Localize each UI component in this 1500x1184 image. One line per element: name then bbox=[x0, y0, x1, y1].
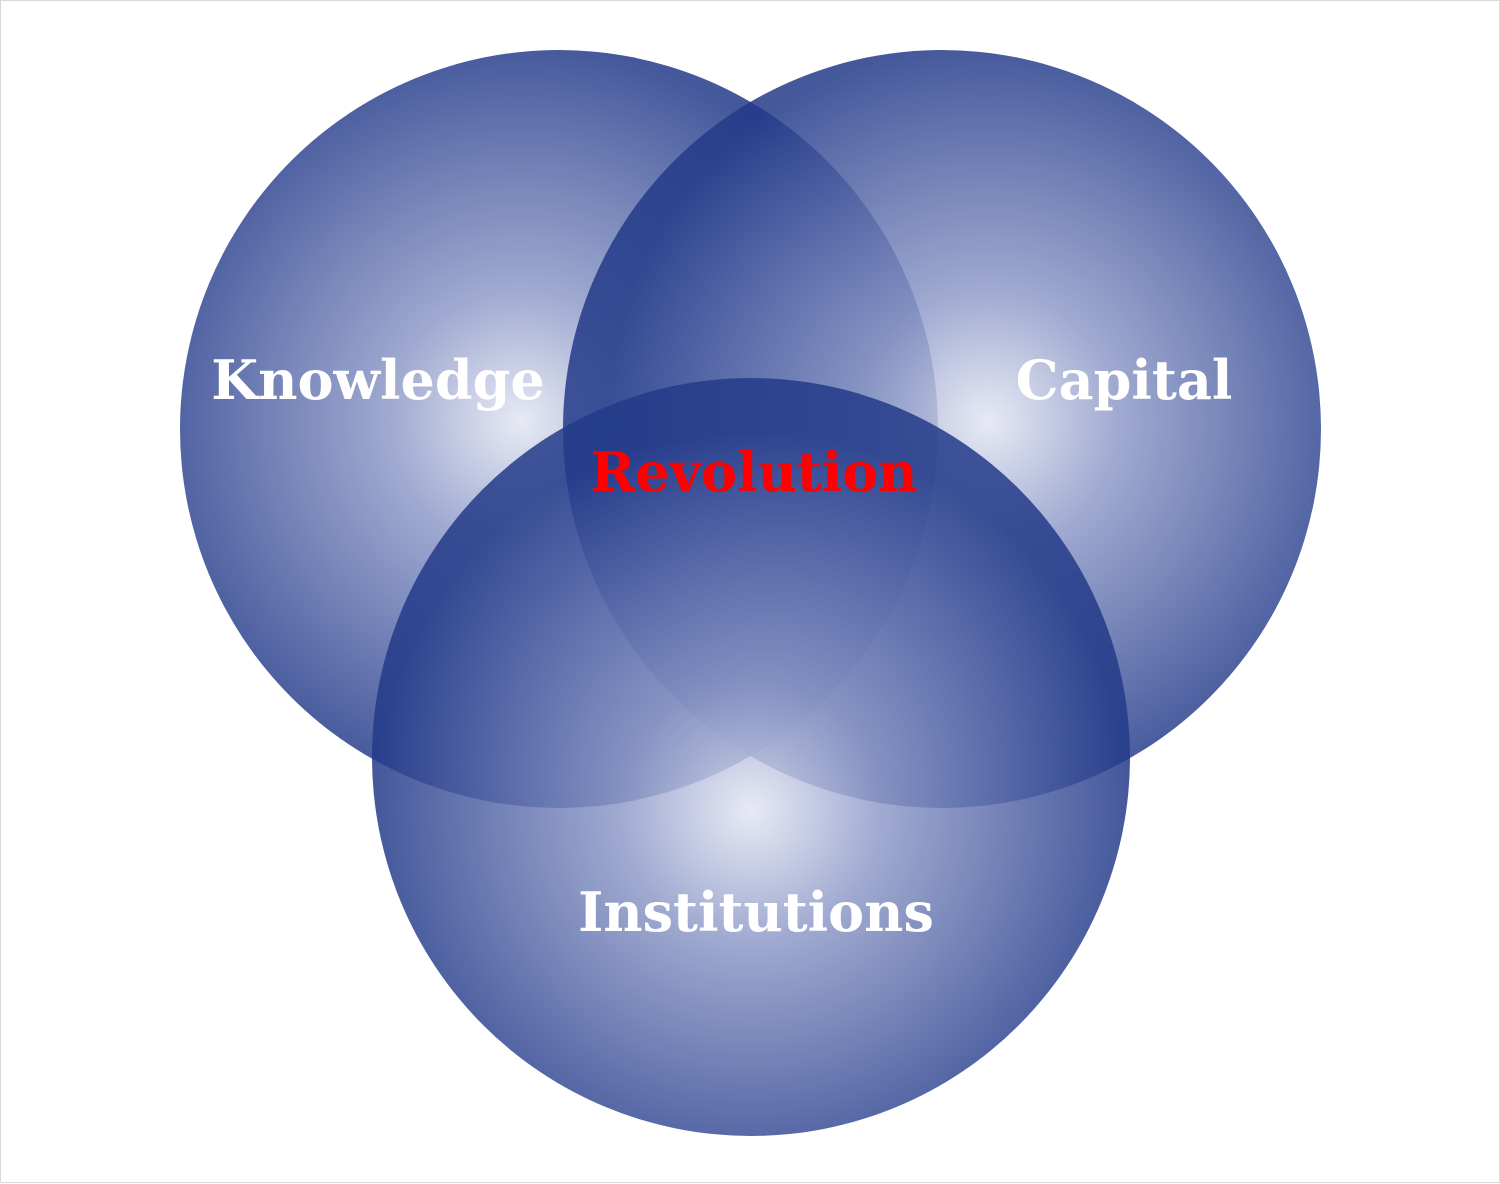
institutions-label: Institutions bbox=[578, 880, 934, 944]
capital-label: Capital bbox=[1016, 348, 1233, 412]
institutions-circle bbox=[372, 378, 1130, 1136]
knowledge-label: Knowledge bbox=[211, 348, 544, 412]
revolution-label: Revolution bbox=[590, 440, 917, 504]
